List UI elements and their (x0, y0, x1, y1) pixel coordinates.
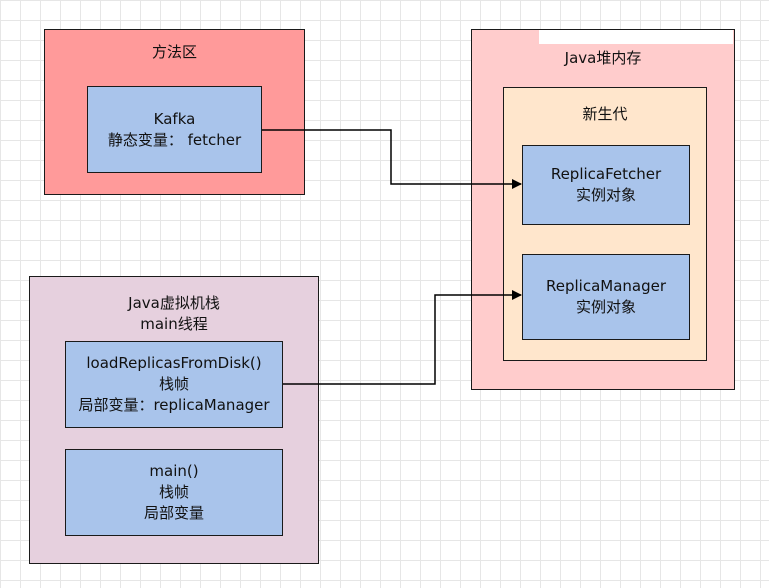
main-frame-method: main() (149, 462, 199, 480)
replica-manager-subtitle: 实例对象 (575, 298, 636, 316)
vm-stack-title: Java虚拟机栈 (128, 294, 220, 312)
load-frame-method: loadReplicasFromDisk() (86, 354, 262, 372)
replica-manager-title: ReplicaManager (545, 277, 667, 295)
main-frame-local-var: 局部变量 (143, 504, 204, 522)
main-frame[interactable]: main() 栈帧 局部变量 (65, 449, 283, 536)
replica-fetcher-node[interactable]: ReplicaFetcher 实例对象 (522, 145, 690, 225)
kafka-node-static-var: 静态变量： fetcher (107, 130, 242, 149)
java-heap-title: Java堆内存 (564, 49, 642, 67)
method-area-title: 方法区 (151, 43, 197, 61)
kafka-node-title: Kafka (153, 109, 196, 128)
kafka-node[interactable]: Kafka 静态变量： fetcher (87, 86, 262, 173)
vm-stack-thread-label: main线程 (140, 315, 208, 333)
load-frame-kind: 栈帧 (158, 375, 189, 393)
load-frame-local-var: 局部变量：replicaManager (78, 396, 270, 414)
load-replicas-frame[interactable]: loadReplicasFromDisk() 栈帧 局部变量：replicaMa… (65, 341, 283, 428)
replica-fetcher-title: ReplicaFetcher (550, 165, 662, 183)
replica-manager-node[interactable]: ReplicaManager 实例对象 (522, 254, 690, 340)
heap-top-notch (539, 30, 733, 44)
main-frame-kind: 栈帧 (158, 483, 189, 501)
young-generation-title: 新生代 (582, 105, 628, 123)
replica-fetcher-subtitle: 实例对象 (575, 186, 636, 204)
